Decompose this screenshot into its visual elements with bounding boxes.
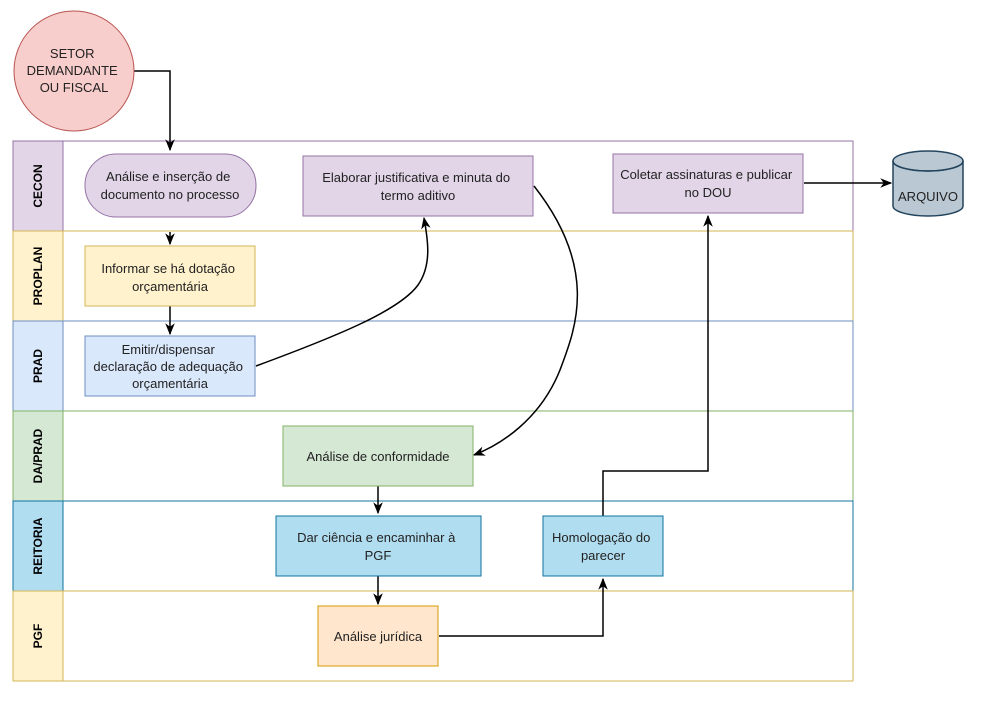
edge-homologacao-to-coletar (602, 214, 713, 516)
svg-text:Análise jurídica: Análise jurídica (334, 629, 423, 644)
node-coletar: Coletar assinaturas e publicar no DOU (612, 153, 804, 214)
edge-elaborar-to-conformidade (472, 185, 579, 456)
svg-text:Emitir/dispensar declara: Emitir/dispensar declaração de adequação… (93, 342, 246, 391)
svg-text:Análise de conformidade: Análise de conformidade (306, 449, 449, 464)
node-informar: Informar se há dotação orçamentária (84, 245, 256, 307)
svg-text:Análise e inserção de do: Análise e inserção de documento no proce… (101, 169, 240, 202)
edge-juridica-to-homologacao (439, 577, 608, 637)
node-arquivo: ARQUIVO (892, 150, 964, 217)
lane-pgf: PGF (12, 590, 854, 682)
edge-start-to-analise (134, 70, 175, 152)
node-juridica: Análise jurídica (317, 605, 439, 667)
start-node: SETOR DEMANDANTE OU FISCAL (13, 10, 135, 132)
node-emitir: Emitir/dispensar declaração de adequação… (84, 335, 256, 397)
connectors (134, 70, 893, 637)
lane-label-daprad: DA/PRAD (31, 428, 45, 483)
lane-label-cecon: CECON (31, 164, 45, 207)
node-conformidade: Análise de conformidade (282, 425, 474, 487)
node-analise-insercao: Análise e inserção de documento no proce… (84, 153, 257, 218)
start-node-text: SETOR DEMANDANTE OU FISCAL (27, 46, 122, 95)
svg-text:Elaborar justificativa e minut: Elaborar justificativa e minuta do termo… (322, 170, 514, 203)
node-dar-ciencia: Dar ciência e encaminhar à PGF (275, 515, 482, 577)
lane-label-pgf: PGF (31, 624, 45, 649)
node-homologacao: Homologação do parecer (542, 515, 664, 577)
svg-text:Homologação do parecer: Homologação do parecer (552, 530, 654, 563)
node-elaborar: Elaborar justificativa e minuta do termo… (302, 155, 534, 217)
edge-emitir-to-elaborar (255, 216, 431, 367)
arquivo-text: ARQUIVO (898, 189, 958, 204)
svg-text:Dar ciência e encaminhar à: Dar ciência e encaminhar à PGF (297, 530, 459, 563)
svg-text:Coletar assinaturas e publicar: Coletar assinaturas e publicar no DOU (620, 167, 796, 200)
svg-text:Informar se há dotação o: Informar se há dotação orçamentária (101, 261, 238, 294)
lane-label-reitoria: REITORIA (31, 517, 45, 574)
lane-label-prad: PRAD (31, 349, 45, 383)
lane-label-proplan: PROPLAN (31, 247, 45, 306)
